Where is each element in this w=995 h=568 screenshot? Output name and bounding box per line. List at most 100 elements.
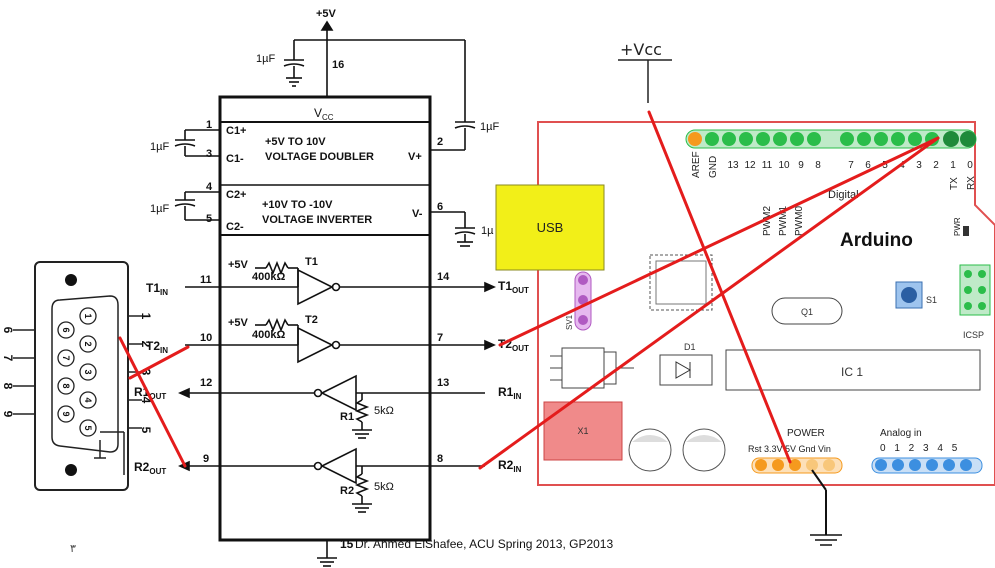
db9-side-3: 3	[139, 369, 153, 376]
pullup-label-1: +5V	[228, 259, 249, 271]
x1-label: X1	[577, 426, 588, 436]
pin6-label: 6	[437, 201, 443, 213]
arduino-board: AREF GND 13 12 11 10 9 8 7 6 5 4 3 2 1 0…	[495, 121, 995, 486]
digital-header	[685, 129, 977, 149]
t1-resistor	[265, 260, 289, 276]
vcc-arrow	[320, 20, 334, 31]
supply-label: +5V	[316, 8, 337, 20]
t1out-label: T1OUT	[498, 279, 529, 295]
db9-side-6: 6	[1, 327, 15, 334]
res5k-label-1: 5kΩ	[374, 405, 394, 417]
pin9-label: 9	[203, 453, 209, 465]
t2-resistor	[265, 317, 289, 333]
db9-inner-1: 1	[83, 313, 93, 318]
label-pwm2: PWM2	[762, 206, 773, 236]
db9-connector: 1 2 3 4 5 6 7 8 9 1 2 3 4 5 6 7	[1, 261, 153, 491]
label-13: 13	[727, 160, 739, 171]
res400-label-2: 400kΩ	[252, 329, 285, 341]
pin10-label: 10	[200, 332, 212, 344]
wire-vcc-to-5v	[647, 110, 792, 464]
pin13-label: 13	[437, 377, 449, 389]
pin15-label: 15	[340, 537, 354, 551]
r1-buffer	[320, 374, 357, 412]
max232-labels: +5V 16 1µF VCC 1µF 1 C1+ 3 C1- 1µF +5V T…	[134, 8, 529, 551]
label-7: 7	[848, 160, 854, 171]
analog-label: Analog in	[880, 428, 922, 439]
db9-inner-5: 5	[83, 425, 93, 430]
label-6: 6	[865, 160, 871, 171]
q1-label: Q1	[801, 307, 813, 317]
power-pins-label: Rst 3.3V 5V Gnd Vin	[748, 444, 831, 454]
t1-label: T1	[305, 256, 318, 268]
db9-inner-6: 6	[61, 327, 71, 332]
s1-label: S1	[926, 295, 937, 305]
label-pwr: PWR	[953, 217, 962, 236]
ic1-label: IC 1	[841, 365, 863, 379]
label-rx: RX	[966, 176, 977, 190]
pwr-led	[963, 226, 969, 236]
wire-rx-to-r2out	[478, 136, 940, 470]
wire-tx-to-t2in	[498, 136, 940, 347]
icsp-header: ICSP	[959, 264, 991, 340]
label-9: 9	[798, 160, 804, 171]
d1-label: D1	[684, 342, 696, 352]
pin5-label: 5	[206, 213, 212, 225]
vcc-handwritten-label: +Vcc	[620, 40, 662, 59]
vcc-label: VCC	[314, 106, 334, 122]
vcc-annotation: +Vcc	[618, 40, 672, 103]
footer-credit: Dr. Ahmed ElShafee, ACU Spring 2013, GP2…	[355, 537, 613, 551]
db9-inner-4: 4	[83, 397, 93, 402]
ground-symbol-right	[810, 469, 842, 546]
label-12: 12	[744, 160, 756, 171]
pin-c1p: C1+	[226, 125, 247, 137]
r1in-label: R1IN	[498, 385, 522, 401]
label-tx: TX	[949, 177, 960, 190]
pin-vminus: V-	[412, 208, 423, 220]
doubler-line2: VOLTAGE DOUBLER	[265, 151, 374, 163]
digital-header-labels: AREF GND 13 12 11 10 9 8 7 6 5 4 3 2 1 0…	[691, 151, 977, 236]
atmega-chip	[649, 254, 713, 311]
label-3: 3	[916, 160, 922, 171]
label-2: 2	[933, 160, 939, 171]
pin1-label: 1	[206, 119, 212, 131]
cap-label-right: 1µF	[480, 121, 499, 133]
label-digital: Digital	[828, 189, 859, 201]
label-gnd: GND	[708, 156, 719, 178]
label-pwm1: PWM1	[778, 206, 789, 236]
pin-vplus: V+	[408, 151, 422, 163]
power-label: POWER	[787, 428, 825, 439]
label-pwm0: PWM0	[794, 206, 805, 236]
db9-side-8: 8	[1, 383, 15, 390]
label-1: 1	[950, 160, 956, 171]
pin7-label: 7	[437, 332, 443, 344]
pin2-label: 2	[437, 136, 443, 148]
cap-label-cut: 1µ	[481, 225, 494, 237]
pin16-label: 16	[332, 59, 344, 71]
sv1-label: SV1	[565, 314, 574, 330]
label-0: 0	[967, 160, 973, 171]
db9-inner-8: 8	[61, 383, 71, 388]
sv1-jumper: SV1	[565, 271, 592, 331]
max232-chip-body	[218, 95, 432, 542]
r2in-label: R2IN	[498, 458, 522, 474]
pin8-label: 8	[437, 453, 443, 465]
r1-resistor	[354, 399, 370, 423]
cap-label-c2: 1µF	[150, 203, 169, 215]
usb-connector	[495, 184, 605, 271]
label-8: 8	[815, 160, 821, 171]
analog-header	[871, 457, 983, 474]
t1-buffer	[297, 268, 334, 306]
label-10: 10	[778, 160, 790, 171]
db9-side-9: 9	[1, 411, 15, 418]
res5k-label-2: 5kΩ	[374, 481, 394, 493]
pin12-label: 12	[200, 377, 212, 389]
res400-label-1: 400kΩ	[252, 271, 285, 283]
voltage-regulator	[550, 347, 634, 389]
cap1-shade	[632, 435, 668, 442]
pin-c2m: C2-	[226, 221, 244, 233]
r1-label: R1	[340, 411, 354, 423]
label-5: 5	[882, 160, 888, 171]
d1-diode: D1	[659, 342, 713, 386]
db9-inner-7: 7	[61, 355, 71, 360]
